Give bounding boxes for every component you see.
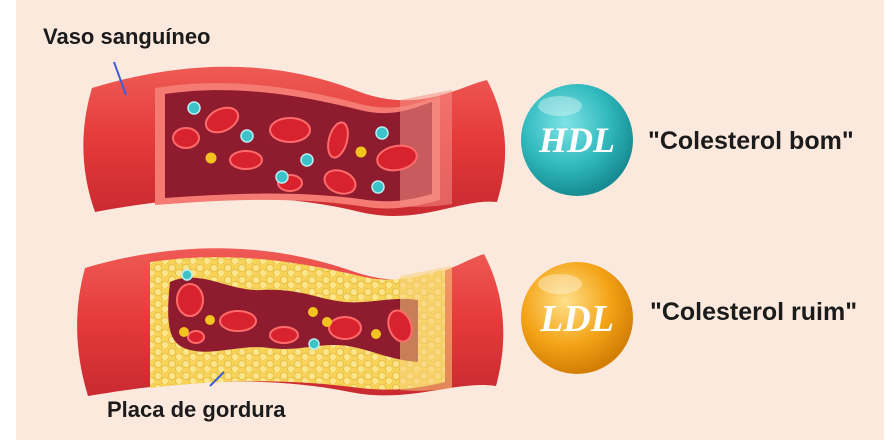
hdl-description: "Colesterol bom" — [648, 127, 854, 156]
red-blood-cell — [173, 128, 199, 148]
red-blood-cell — [220, 311, 256, 331]
ldl-particle — [371, 329, 381, 339]
hdl-particle — [376, 127, 388, 139]
hdl-ball: HDL — [521, 84, 633, 196]
healthy-vessel — [83, 67, 505, 216]
vessel-label: Vaso sanguíneo — [43, 24, 211, 50]
ldl-ball-text: LDL — [539, 298, 614, 340]
red-blood-cell — [188, 331, 204, 343]
hdl-particle — [276, 171, 288, 183]
red-blood-cell — [177, 284, 203, 316]
ldl-particle — [322, 317, 332, 327]
hdl-particle — [188, 102, 200, 114]
red-blood-cell — [270, 327, 298, 343]
hdl-particle — [241, 130, 253, 142]
ldl-particle — [308, 307, 318, 317]
ldl-particle — [206, 153, 217, 164]
hdl-particle — [309, 339, 319, 349]
ldl-particle — [179, 327, 189, 337]
ldl-description: "Colesterol ruim" — [650, 298, 857, 327]
hdl-particle — [301, 154, 313, 166]
hdl-particle — [372, 181, 384, 193]
clogged-vessel — [77, 248, 503, 396]
red-blood-cell — [230, 151, 262, 169]
ldl-particle — [205, 315, 215, 325]
plaque-label: Placa de gordura — [107, 397, 286, 423]
ldl-particle — [356, 147, 367, 158]
hdl-ball-text: HDL — [538, 120, 615, 160]
ldl-ball-highlight — [538, 274, 582, 294]
hdl-ball-highlight — [538, 96, 582, 116]
hdl-particle — [182, 270, 192, 280]
red-blood-cell — [329, 317, 361, 339]
red-blood-cell — [270, 118, 310, 142]
ldl-ball: LDL — [521, 262, 633, 374]
